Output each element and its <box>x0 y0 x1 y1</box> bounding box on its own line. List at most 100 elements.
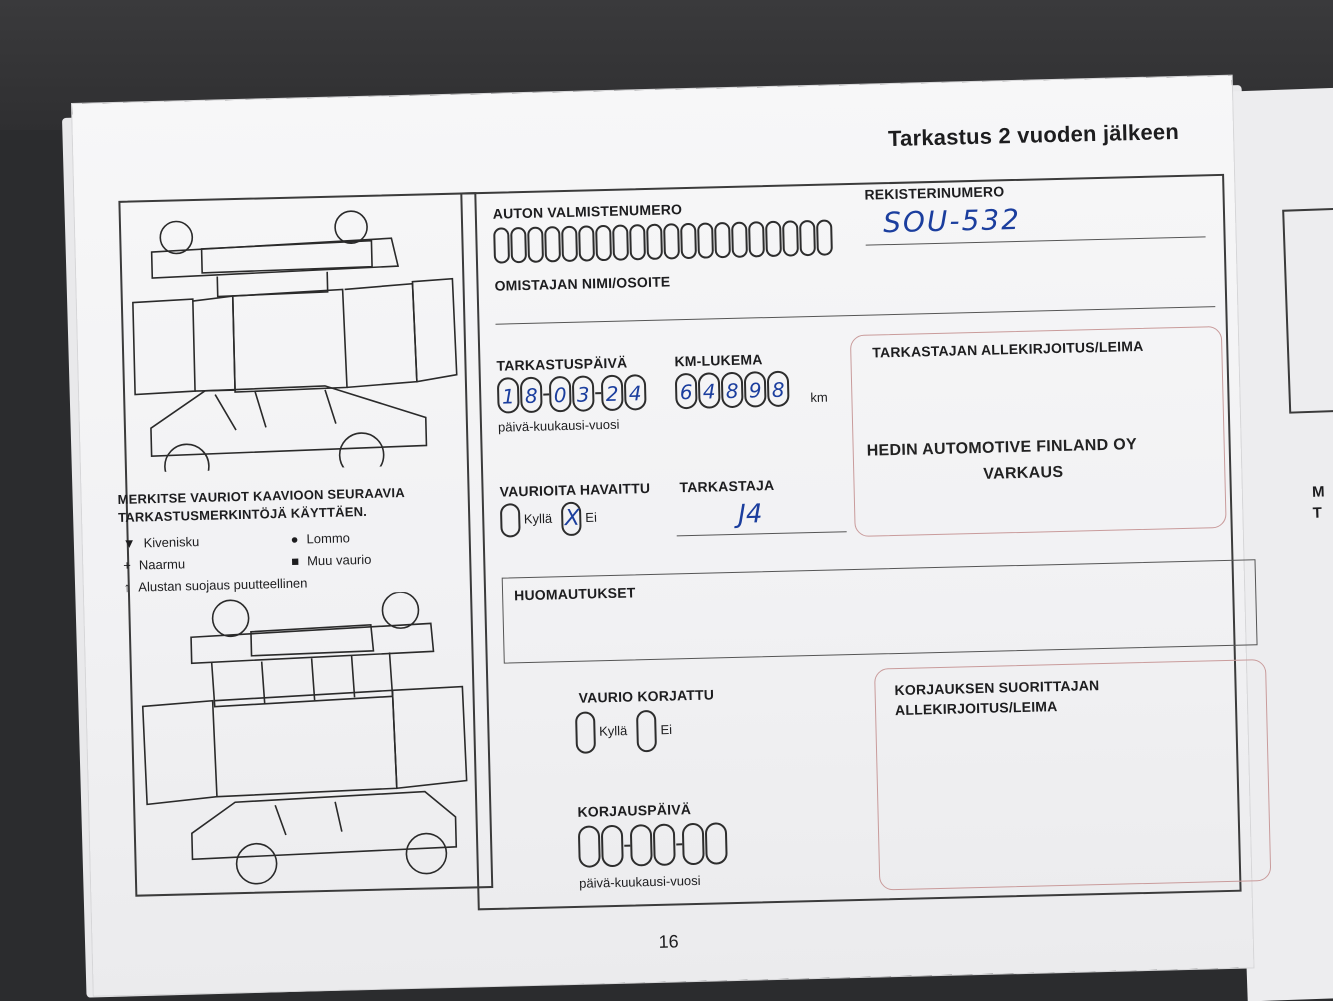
registration-value[interactable]: SOU-532 <box>882 202 1022 240</box>
repair-date-digit-box[interactable] <box>704 822 728 865</box>
km-digit-box[interactable]: 8 <box>720 371 744 409</box>
repaired-yes-checkbox[interactable] <box>575 711 597 754</box>
remarks-box[interactable] <box>501 559 1258 664</box>
date-digit: 4 <box>628 381 642 406</box>
vin-digit-box[interactable] <box>748 221 765 258</box>
vin-digit-box[interactable] <box>544 226 562 263</box>
vin-label: AUTON VALMISTENUMERO <box>492 201 683 222</box>
damage-yes-checkbox[interactable] <box>499 503 521 538</box>
dealer-stamp-line: VARKAUS <box>983 463 1064 483</box>
vin-digit-box[interactable] <box>561 225 579 263</box>
legend: ▼ Kivenisku ● Lommo + Naarmu ■ Muu vauri… <box>122 526 422 595</box>
repair-signature-label: KORJAUKSEN SUORITTAJAN ALLEKIRJOITUS/LEI… <box>894 675 1100 720</box>
inspector-label: TARKASTAJA <box>679 476 775 496</box>
date-digit-box[interactable]: 1 <box>496 377 520 414</box>
date-digit-box[interactable]: 0 <box>548 375 572 413</box>
damage-no-mark: X <box>564 505 581 532</box>
damage-found-label: VAURIOITA HAVAITTU <box>499 479 651 500</box>
km-digit-box[interactable]: 4 <box>697 372 721 409</box>
legend-heading: MERKITSE VAURIOT KAAVIOON SEURAAVIA TARK… <box>117 484 405 527</box>
odometer-field[interactable]: 6 4 8 9 8 <box>674 370 791 410</box>
legend-item: + Naarmu <box>123 553 185 577</box>
legend-item: ▼ Kivenisku <box>122 531 200 555</box>
stone-chip-icon: ▼ <box>122 535 136 551</box>
repaired-label: VAURIO KORJATTU <box>578 686 715 706</box>
vin-digit-box[interactable] <box>510 226 528 264</box>
legend-item: ■ Muu vaurio <box>291 549 372 573</box>
right-page-box <box>1282 206 1333 414</box>
dent-icon: ● <box>290 531 299 547</box>
vin-digit-box[interactable] <box>663 223 680 260</box>
legend-label: Lommo <box>306 530 351 547</box>
other-damage-icon: ■ <box>291 553 300 569</box>
km-digit: 6 <box>679 379 693 405</box>
date-digit-box[interactable]: 3 <box>571 375 595 412</box>
legend-label: Kivenisku <box>143 534 200 551</box>
car-diagram-top <box>132 210 458 473</box>
date-digit-box[interactable]: 8 <box>519 376 543 414</box>
repair-date-digit-box[interactable] <box>652 823 676 867</box>
damage-yes-label: Kyllä <box>523 510 553 527</box>
km-digit-box[interactable]: 8 <box>766 370 790 408</box>
date-digit: 0 <box>553 383 567 408</box>
km-digit: 8 <box>771 377 785 402</box>
vin-digit-box[interactable] <box>612 224 629 261</box>
vin-digit-box[interactable] <box>595 224 612 262</box>
vin-digit-box[interactable] <box>646 223 663 260</box>
date-digit-box[interactable]: 4 <box>623 374 647 411</box>
repaired-yes-label: Kyllä <box>598 723 628 739</box>
underbody-arrow-icon: ↑ <box>123 579 131 595</box>
km-digit-box[interactable]: 6 <box>674 372 698 410</box>
booklet-page: Tarkastus 2 vuoden jälkeen MERKITSE VAUR… <box>72 75 1272 996</box>
legend-item: ● Lommo <box>290 527 351 550</box>
vin-digit-box[interactable] <box>782 220 799 257</box>
vin-digit-box[interactable] <box>697 222 714 259</box>
page-title: Tarkastus 2 vuoden jälkeen <box>887 118 1180 152</box>
vin-digit-box[interactable] <box>629 224 646 261</box>
inspection-form: AUTON VALMISTENUMERO REKISTERINUMERO SOU… <box>460 173 1272 911</box>
repaired-no-label: Ei <box>660 721 673 738</box>
vin-digit-box[interactable] <box>578 225 595 262</box>
inspector-value[interactable]: J4 <box>737 499 763 530</box>
repair-date-digit-box[interactable] <box>681 822 705 866</box>
date-digit-box[interactable]: 2 <box>600 374 624 412</box>
vin-digit-box[interactable] <box>816 219 833 256</box>
owner-line[interactable] <box>495 306 1216 325</box>
km-digit: 9 <box>748 378 762 403</box>
odometer-label: KM-LUKEMA <box>674 351 763 370</box>
vin-digit-box[interactable] <box>680 222 697 260</box>
inspector-line <box>676 531 847 537</box>
km-unit: km <box>810 389 828 406</box>
repair-date-digit-box[interactable] <box>629 824 653 867</box>
damage-no-checkbox[interactable]: X <box>561 501 583 537</box>
km-digit: 8 <box>725 378 739 404</box>
vin-digit-box[interactable] <box>714 221 731 259</box>
repaired-options: Kyllä Ei <box>575 709 673 754</box>
vin-digit-box[interactable] <box>799 219 816 257</box>
remarks-label: HUOMAUTUKSET <box>513 584 636 604</box>
km-digit: 4 <box>702 379 716 404</box>
vin-digit-box[interactable] <box>493 227 511 264</box>
vin-digit-box[interactable] <box>731 221 748 258</box>
damage-diagram-panel: MERKITSE VAURIOT KAAVIOON SEURAAVIA TARK… <box>117 192 494 897</box>
scratch-icon: + <box>123 557 132 573</box>
right-page-letter: M <box>1311 483 1325 501</box>
inspection-date-field[interactable]: 1 8 0 3 2 4 <box>496 374 648 414</box>
repair-date-digit-box[interactable] <box>577 825 601 868</box>
repair-date-digit-box[interactable] <box>600 824 624 868</box>
owner-label: OMISTAJAN NIMI/OSOITE <box>494 273 671 294</box>
vin-field[interactable] <box>493 219 834 264</box>
right-page-letter: T <box>1312 504 1323 522</box>
date-digit: 8 <box>524 383 538 409</box>
registration-label: REKISTERINUMERO <box>864 183 1005 203</box>
vin-digit-box[interactable] <box>527 226 545 263</box>
car-diagram-bottom <box>141 591 468 885</box>
km-digit-box[interactable]: 9 <box>743 371 767 408</box>
repair-date-label: KORJAUSPÄIVÄ <box>577 801 692 820</box>
repair-date-hint: päivä-kuukausi-vuosi <box>579 872 701 891</box>
repaired-no-checkbox[interactable] <box>636 709 658 753</box>
repair-date-field[interactable] <box>577 822 729 868</box>
legend-label: Naarmu <box>138 556 186 573</box>
date-digit: 1 <box>501 384 515 409</box>
vin-digit-box[interactable] <box>765 220 782 258</box>
